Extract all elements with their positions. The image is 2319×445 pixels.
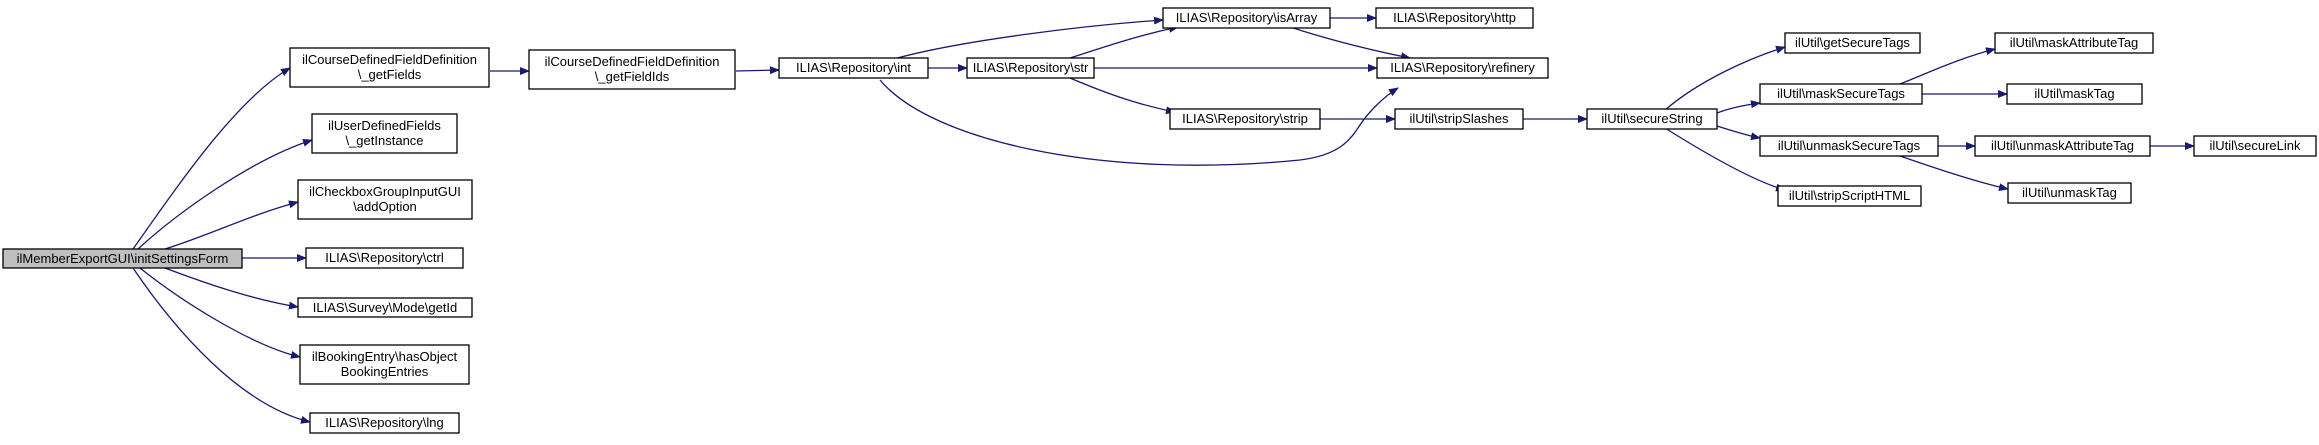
node-util-unmasksecuretags[interactable]: ilUtil\unmaskSecureTags [1759, 135, 1939, 157]
edges [132, 14, 2195, 424]
edge-repo-str-repo-strip [1069, 77, 1176, 115]
node-util-unmaskattributetag-label: ilUtil\unmaskAttributeTag [1991, 138, 2134, 153]
edge-root-cbg-addoption [164, 200, 299, 250]
node-util-stripscripthtml-label: ilUtil\stripScriptHTML [1789, 188, 1910, 203]
node-repo-isarray[interactable]: ILIAS\Repository\isArray [1162, 7, 1331, 29]
node-util-maskattributetag-label: ilUtil\maskAttributeTag [2010, 35, 2139, 50]
node-util-masktag-label: ilUtil\maskTag [2034, 86, 2114, 101]
edge-root-survey-getid [164, 267, 299, 310]
node-repo-refinery-label: ILIAS\Repository\refinery [1390, 60, 1535, 75]
edge-root-cdfd-getfields [132, 67, 291, 250]
node-util-unmasksecuretags-label: ilUtil\unmaskSecureTags [1778, 138, 1921, 153]
node-util-maskattributetag[interactable]: ilUtil\maskAttributeTag [1994, 32, 2154, 54]
node-cdfd-getfieldids-label-2: \_getFieldIds [595, 69, 670, 84]
edge-util-unmasksecuretags-unmasktag [1899, 155, 2009, 192]
edge-root-booking-has [139, 267, 301, 359]
node-repo-int-label: ILIAS\Repository\int [796, 60, 911, 75]
edge-repo-int-repo-isarray [889, 16, 1164, 61]
node-repo-ctrl[interactable]: ILIAS\Repository\ctrl [305, 247, 464, 269]
node-survey-getid[interactable]: ILIAS\Survey\Mode\getId [297, 297, 473, 318]
node-repo-str-label: ILIAS\Repository\str [973, 60, 1089, 75]
edge-util-securestring-unmasksecuretags [1716, 125, 1761, 141]
node-repo-http[interactable]: ILIAS\Repository\http [1375, 7, 1534, 29]
node-repo-lng[interactable]: ILIAS\Repository\lng [309, 412, 460, 434]
node-util-masktag[interactable]: ilUtil\maskTag [2006, 83, 2143, 105]
node-util-securestring-label: ilUtil\secureString [1601, 111, 1702, 126]
node-udf-getinstance-label-1: ilUserDefinedFields [328, 118, 441, 133]
nodes: ilMemberExportGUI\initSettingsForm ilCou… [2, 7, 2317, 434]
node-util-stripslashes[interactable]: ilUtil\stripSlashes [1394, 108, 1524, 130]
edge-util-securestring-stripscripthtml [1664, 127, 1786, 192]
node-cdfd-getfields-label-2: \_getFields [358, 67, 422, 82]
node-repo-strip[interactable]: ILIAS\Repository\strip [1169, 108, 1321, 130]
node-root-label: ilMemberExportGUI\initSettingsForm [17, 251, 229, 266]
node-cdfd-getfieldids[interactable]: ilCourseDefinedFieldDefinition \_getFiel… [528, 49, 736, 90]
node-repo-http-label: ILIAS\Repository\http [1393, 10, 1516, 25]
node-cbg-addoption[interactable]: ilCheckboxGroupInputGUI \addOption [297, 179, 473, 220]
node-util-stripslashes-label: ilUtil\stripSlashes [1410, 111, 1509, 126]
node-cdfd-getfieldids-label-1: ilCourseDefinedFieldDefinition [545, 54, 720, 69]
edge-repo-str-repo-isarray [1069, 24, 1179, 59]
edge-util-securestring-masksecuretags [1716, 100, 1761, 114]
node-root[interactable]: ilMemberExportGUI\initSettingsForm [2, 248, 243, 269]
edge-util-securestring-getsecuretags [1664, 45, 1786, 111]
node-util-securelink-label: ilUtil\secureLink [2209, 138, 2301, 153]
node-util-securestring[interactable]: ilUtil\secureString [1586, 108, 1718, 130]
node-util-securelink[interactable]: ilUtil\secureLink [2193, 135, 2317, 157]
node-survey-getid-label: ILIAS\Survey\Mode\getId [313, 300, 458, 315]
node-repo-refinery[interactable]: ILIAS\Repository\refinery [1376, 57, 1549, 79]
edge-repo-isarray-repo-refinery [1289, 26, 1411, 61]
node-cbg-addoption-label-2: \addOption [353, 199, 417, 214]
node-repo-ctrl-label: ILIAS\Repository\ctrl [325, 250, 444, 265]
node-repo-strip-label: ILIAS\Repository\strip [1182, 111, 1308, 126]
node-repo-lng-label: ILIAS\Repository\lng [325, 415, 444, 430]
node-repo-isarray-label: ILIAS\Repository\isArray [1176, 10, 1318, 25]
node-cdfd-getfields-label-1: ilCourseDefinedFieldDefinition [302, 52, 477, 67]
node-util-stripscripthtml[interactable]: ilUtil\stripScriptHTML [1777, 185, 1922, 207]
edge-root-udf-getinstance [137, 138, 313, 250]
edge-util-masksecuretags-maskattributetag [1899, 47, 1996, 85]
node-util-masksecuretags-label: ilUtil\maskSecureTags [1777, 86, 1905, 101]
node-util-unmaskattributetag[interactable]: ilUtil\unmaskAttributeTag [1974, 135, 2151, 157]
node-util-getsecuretags-label: ilUtil\getSecureTags [1795, 35, 1910, 50]
node-cbg-addoption-label-1: ilCheckboxGroupInputGUI [309, 184, 461, 199]
node-udf-getinstance[interactable]: ilUserDefinedFields \_getInstance [311, 113, 458, 154]
node-util-unmasktag[interactable]: ilUtil\unmaskTag [2007, 182, 2132, 204]
node-util-unmasktag-label: ilUtil\unmaskTag [2022, 185, 2117, 200]
node-booking-has-label-2: BookingEntries [341, 364, 429, 379]
node-booking-has[interactable]: ilBookingEntry\hasObject BookingEntries [299, 344, 470, 385]
node-udf-getinstance-label-2: \_getInstance [345, 133, 423, 148]
edge-root-repo-lng [132, 267, 311, 424]
node-util-getsecuretags[interactable]: ilUtil\getSecureTags [1784, 32, 1921, 54]
node-booking-has-label-1: ilBookingEntry\hasObject [312, 349, 458, 364]
node-cdfd-getfields[interactable]: ilCourseDefinedFieldDefinition \_getFiel… [289, 47, 490, 88]
edge-cdfd-getfieldids-repo-int [735, 66, 780, 75]
node-repo-int[interactable]: ILIAS\Repository\int [778, 57, 929, 79]
node-util-masksecuretags[interactable]: ilUtil\maskSecureTags [1759, 83, 1923, 105]
edge-repo-int-repo-refinery [879, 79, 1399, 166]
node-repo-str[interactable]: ILIAS\Repository\str [966, 57, 1095, 79]
